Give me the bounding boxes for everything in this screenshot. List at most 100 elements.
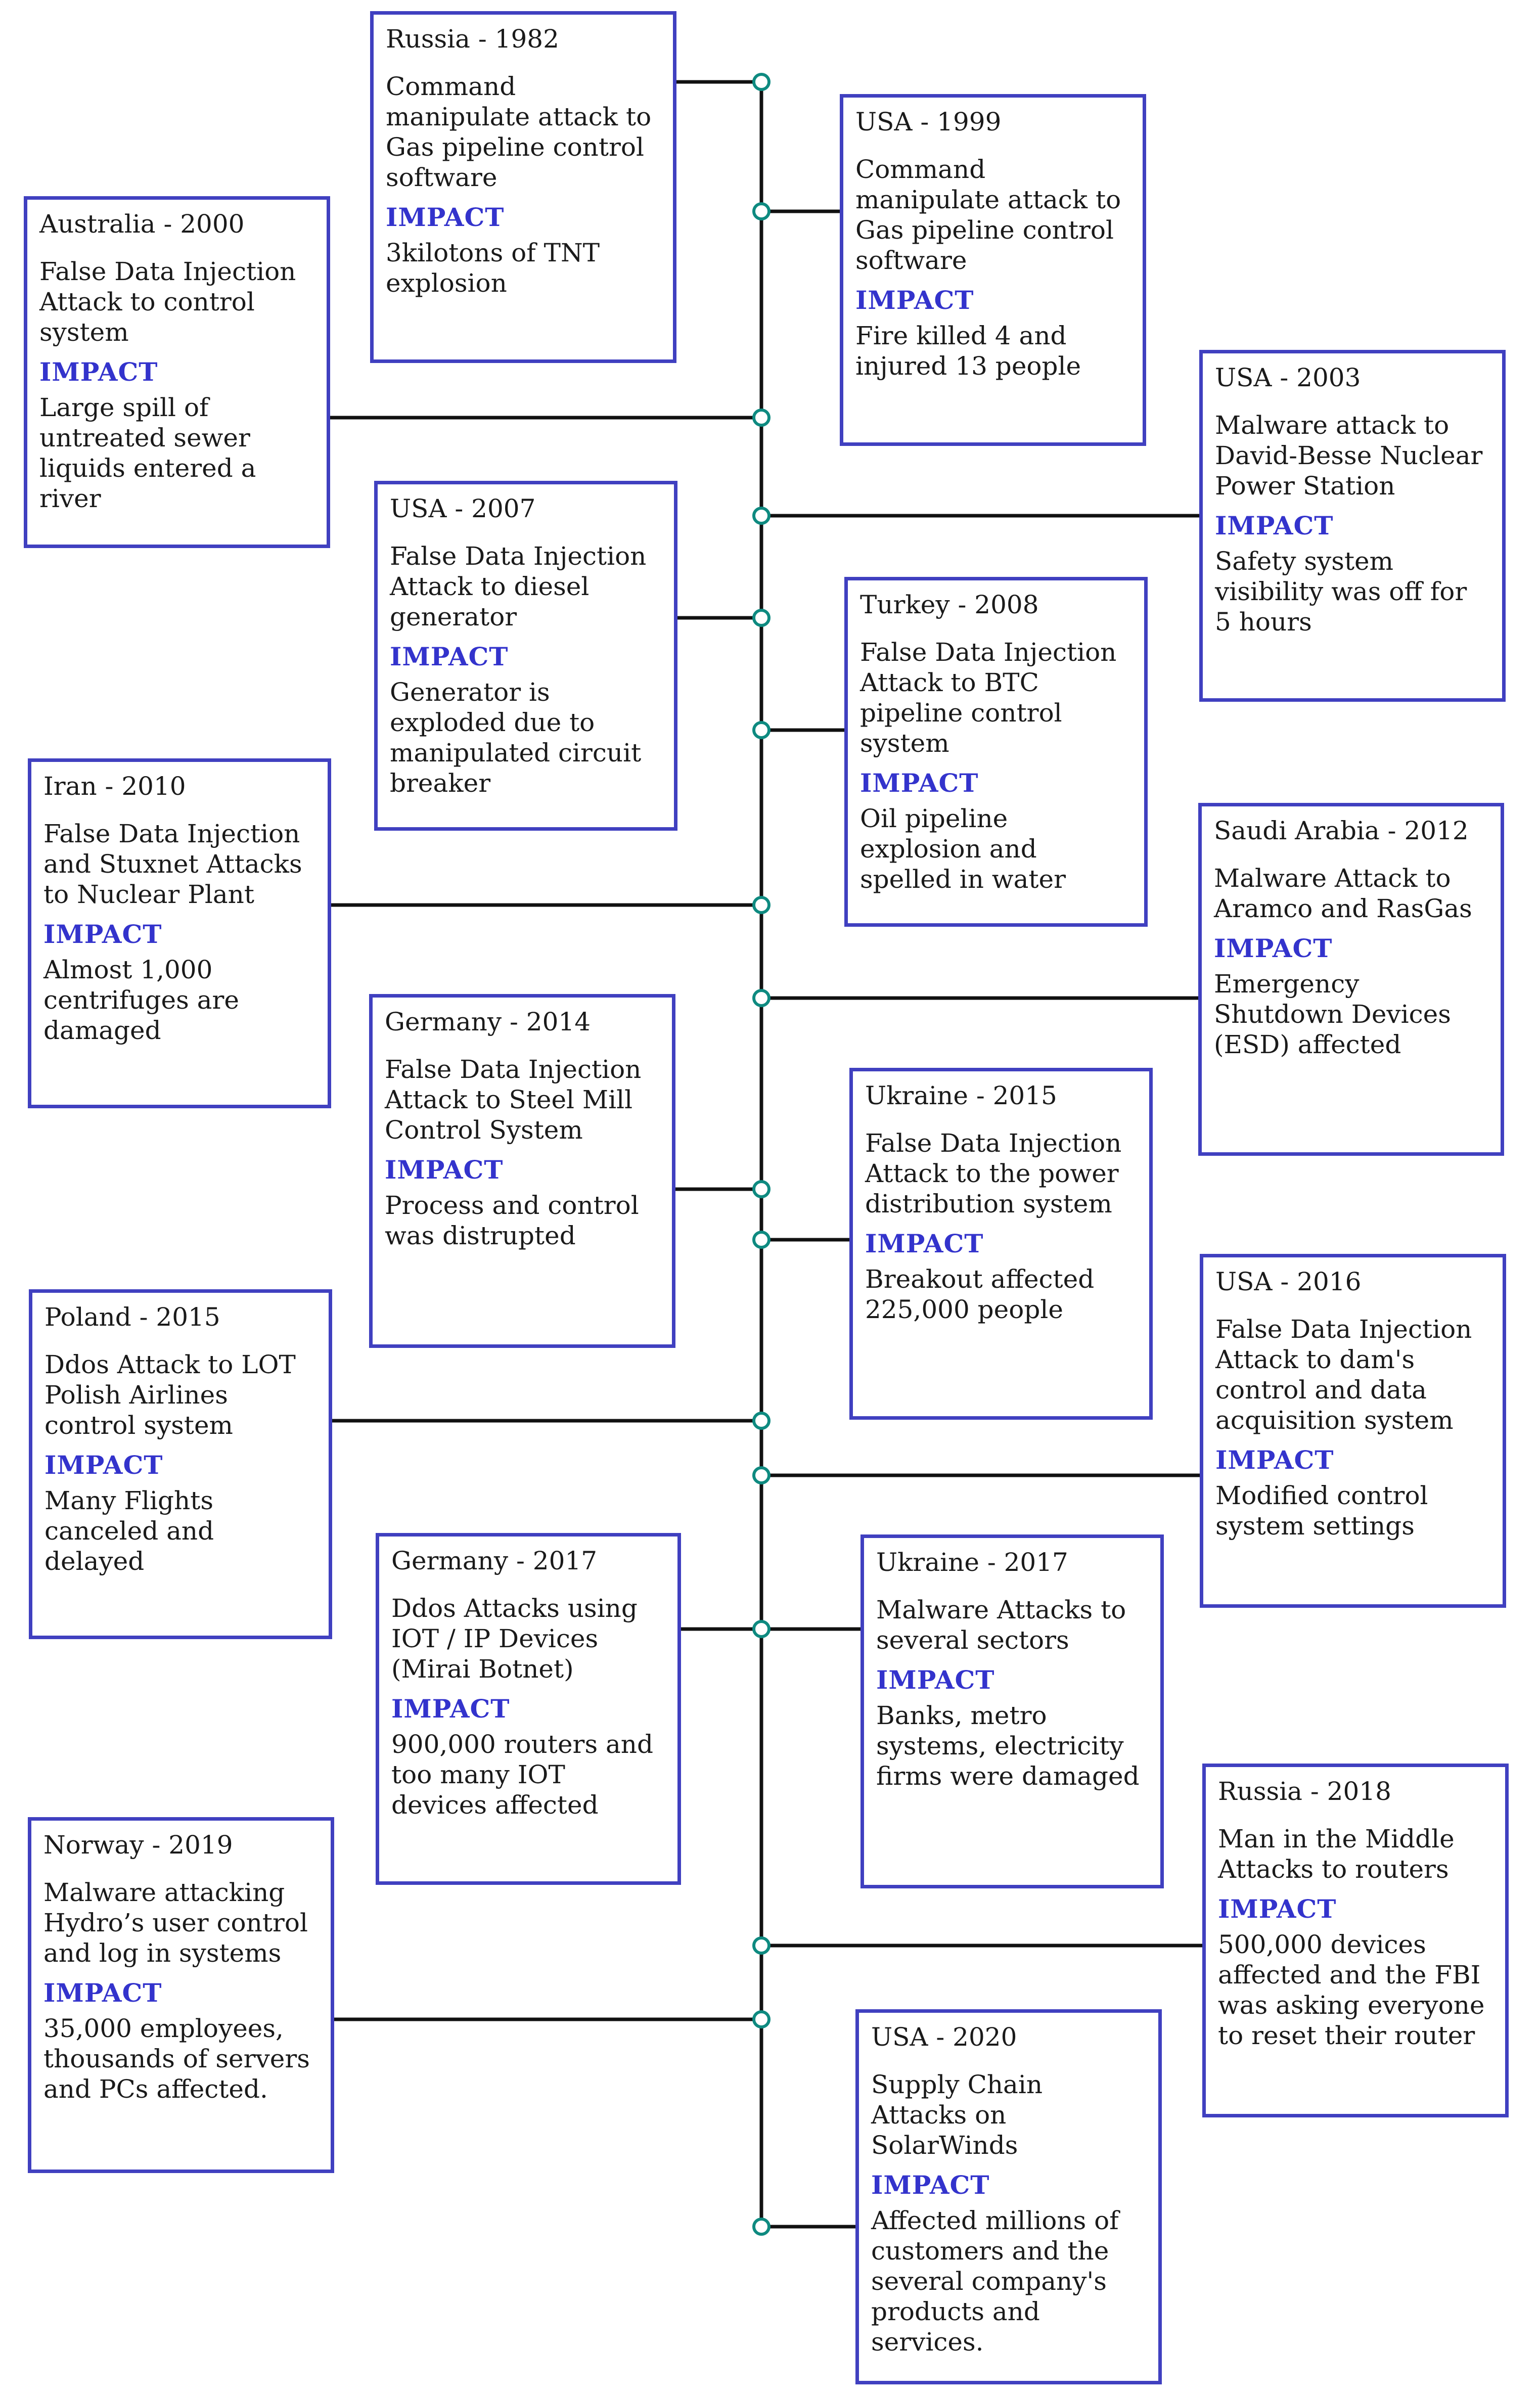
event-impact: Breakout affected 225,000 people <box>865 1264 1095 1324</box>
impact-label: IMPACT <box>865 1228 984 1258</box>
event-iran-2010: Iran - 2010 False Data Injection and Stu… <box>28 758 331 1108</box>
event-title: USA - 2016 <box>1215 1267 1362 1296</box>
event-description: Malware attacking Hydro’s user control a… <box>43 1877 308 1968</box>
event-ukraine-2015: Ukraine - 2015 False Data Injection Atta… <box>849 1068 1153 1420</box>
event-germany-2014: Germany - 2014 False Data Injection Atta… <box>369 994 675 1348</box>
impact-label: IMPACT <box>1218 1893 1337 1924</box>
event-description: False Data Injection Attack to Steel Mil… <box>385 1054 642 1145</box>
event-description: False Data Injection Attack to control s… <box>39 256 296 347</box>
event-title: Poland - 2015 <box>44 1302 220 1332</box>
timeline-node <box>752 1231 771 1249</box>
event-description: Command manipulate attack to Gas pipelin… <box>386 71 652 192</box>
impact-label: IMPACT <box>1215 510 1334 540</box>
impact-label: IMPACT <box>860 767 979 798</box>
event-title: Germany - 2014 <box>385 1007 591 1036</box>
event-title: USA - 1999 <box>855 107 1002 137</box>
event-title: USA - 2020 <box>871 2022 1017 2052</box>
timeline-node <box>752 609 771 627</box>
event-title: Australia - 2000 <box>39 209 245 239</box>
event-title: Germany - 2017 <box>391 1546 598 1575</box>
timeline-node <box>752 1180 771 1198</box>
impact-label: IMPACT <box>871 2170 990 2200</box>
event-description: False Data Injection and Stuxnet Attacks… <box>43 819 302 909</box>
event-description: False Data Injection Attack to diesel ge… <box>390 541 647 631</box>
timeline-node <box>752 1936 771 1955</box>
event-usa-2003: USA - 2003 Malware attack to David-Besse… <box>1199 350 1506 702</box>
event-impact: Process and control was distrupted <box>385 1191 639 1250</box>
event-impact: 3kilotons of TNT explosion <box>386 238 600 298</box>
event-description: Ddos Attack to LOT Polish Airlines contr… <box>44 1349 296 1440</box>
event-description: Malware Attacks to several sectors <box>876 1595 1126 1655</box>
event-title: Turkey - 2008 <box>860 590 1039 619</box>
timeline-node <box>752 1620 771 1638</box>
event-impact: Fire killed 4 and injured 13 people <box>855 321 1081 381</box>
impact-label: IMPACT <box>1214 933 1333 963</box>
event-turkey-2008: Turkey - 2008 False Data Injection Attac… <box>844 577 1148 927</box>
timeline-node <box>752 721 771 739</box>
timeline-node <box>752 1466 771 1484</box>
event-title: Iran - 2010 <box>43 772 186 801</box>
event-title: Russia - 1982 <box>386 24 559 54</box>
event-description: Supply Chain Attacks on SolarWinds <box>871 2069 1043 2160</box>
timeline-node <box>752 507 771 525</box>
event-usa-2007: USA - 2007 False Data Injection Attack t… <box>374 481 677 831</box>
event-impact: Oil pipeline explosion and spelled in wa… <box>860 804 1066 894</box>
event-impact: 35,000 employees, thousands of servers a… <box>43 2014 310 2104</box>
impact-label: IMPACT <box>876 1664 995 1695</box>
event-australia-2000: Australia - 2000 False Data Injection At… <box>24 196 330 548</box>
event-title: USA - 2003 <box>1215 363 1361 392</box>
event-germany-2017: Germany - 2017 Ddos Attacks using IOT / … <box>376 1533 681 1885</box>
impact-label: IMPACT <box>855 285 974 315</box>
event-impact: Large spill of untreated sewer liquids e… <box>39 393 256 513</box>
impact-label: IMPACT <box>39 356 158 387</box>
event-title: Norway - 2019 <box>43 1830 233 1860</box>
impact-label: IMPACT <box>391 1693 510 1724</box>
event-impact: Almost 1,000 centrifuges are damaged <box>43 955 239 1045</box>
event-saudi-arabia-2012: Saudi Arabia - 2012 Malware Attack to Ar… <box>1198 803 1504 1156</box>
event-description: Man in the Middle Attacks to routers <box>1218 1824 1455 1884</box>
event-description: False Data Injection Attack to dam's con… <box>1215 1314 1472 1435</box>
event-impact: 500,000 devices affected and the FBI was… <box>1218 1930 1485 2050</box>
impact-label: IMPACT <box>385 1154 504 1185</box>
event-title: Russia - 2018 <box>1218 1777 1391 1806</box>
event-impact: Many Flights canceled and delayed <box>44 1486 214 1576</box>
impact-label: IMPACT <box>386 202 505 232</box>
event-impact: Generator is exploded due to manipulated… <box>390 677 642 798</box>
event-usa-2016: USA - 2016 False Data Injection Attack t… <box>1200 1254 1506 1608</box>
impact-label: IMPACT <box>1215 1444 1334 1475</box>
event-description: Ddos Attacks using IOT / IP Devices (Mir… <box>391 1593 638 1684</box>
event-poland-2015: Poland - 2015 Ddos Attack to LOT Polish … <box>29 1289 332 1639</box>
impact-label: IMPACT <box>43 919 162 949</box>
event-usa-2020: USA - 2020 Supply Chain Attacks on Solar… <box>855 2009 1162 2384</box>
event-impact: Banks, metro systems, electricity firms … <box>876 1701 1140 1791</box>
event-russia-1982: Russia - 1982 Command manipulate attack … <box>370 11 676 363</box>
impact-label: IMPACT <box>43 1977 162 2008</box>
event-impact: 900,000 routers and too many IOT devices… <box>391 1730 654 1820</box>
timeline-node <box>752 73 771 91</box>
event-description: Command manipulate attack to Gas pipelin… <box>855 154 1121 275</box>
impact-label: IMPACT <box>44 1450 163 1480</box>
timeline-node <box>752 896 771 914</box>
timeline-node <box>752 1412 771 1430</box>
event-usa-1999: USA - 1999 Command manipulate attack to … <box>840 94 1146 446</box>
event-title: Saudi Arabia - 2012 <box>1214 816 1469 845</box>
timeline-node <box>752 409 771 427</box>
event-russia-2018: Russia - 2018 Man in the Middle Attacks … <box>1202 1764 1509 2117</box>
event-impact: Affected millions of customers and the s… <box>871 2206 1119 2357</box>
event-impact: Emergency Shutdown Devices (ESD) affecte… <box>1214 969 1451 1059</box>
event-ukraine-2017: Ukraine - 2017 Malware Attacks to severa… <box>860 1534 1164 1888</box>
event-title: Ukraine - 2015 <box>865 1081 1057 1110</box>
event-description: False Data Injection Attack to the power… <box>865 1128 1122 1218</box>
event-impact: Modified control system settings <box>1215 1481 1428 1541</box>
timeline-node <box>752 2218 771 2236</box>
timeline-node <box>752 2010 771 2028</box>
event-impact: Safety system visibility was off for 5 h… <box>1215 547 1467 637</box>
event-description: Malware Attack to Aramco and RasGas <box>1214 863 1472 923</box>
event-title: Ukraine - 2017 <box>876 1548 1068 1577</box>
timeline-node <box>752 202 771 220</box>
timeline-node <box>752 989 771 1007</box>
impact-label: IMPACT <box>390 641 509 671</box>
event-norway-2019: Norway - 2019 Malware attacking Hydro’s … <box>28 1817 334 2173</box>
event-description: Malware attack to David-Besse Nuclear Po… <box>1215 410 1483 501</box>
